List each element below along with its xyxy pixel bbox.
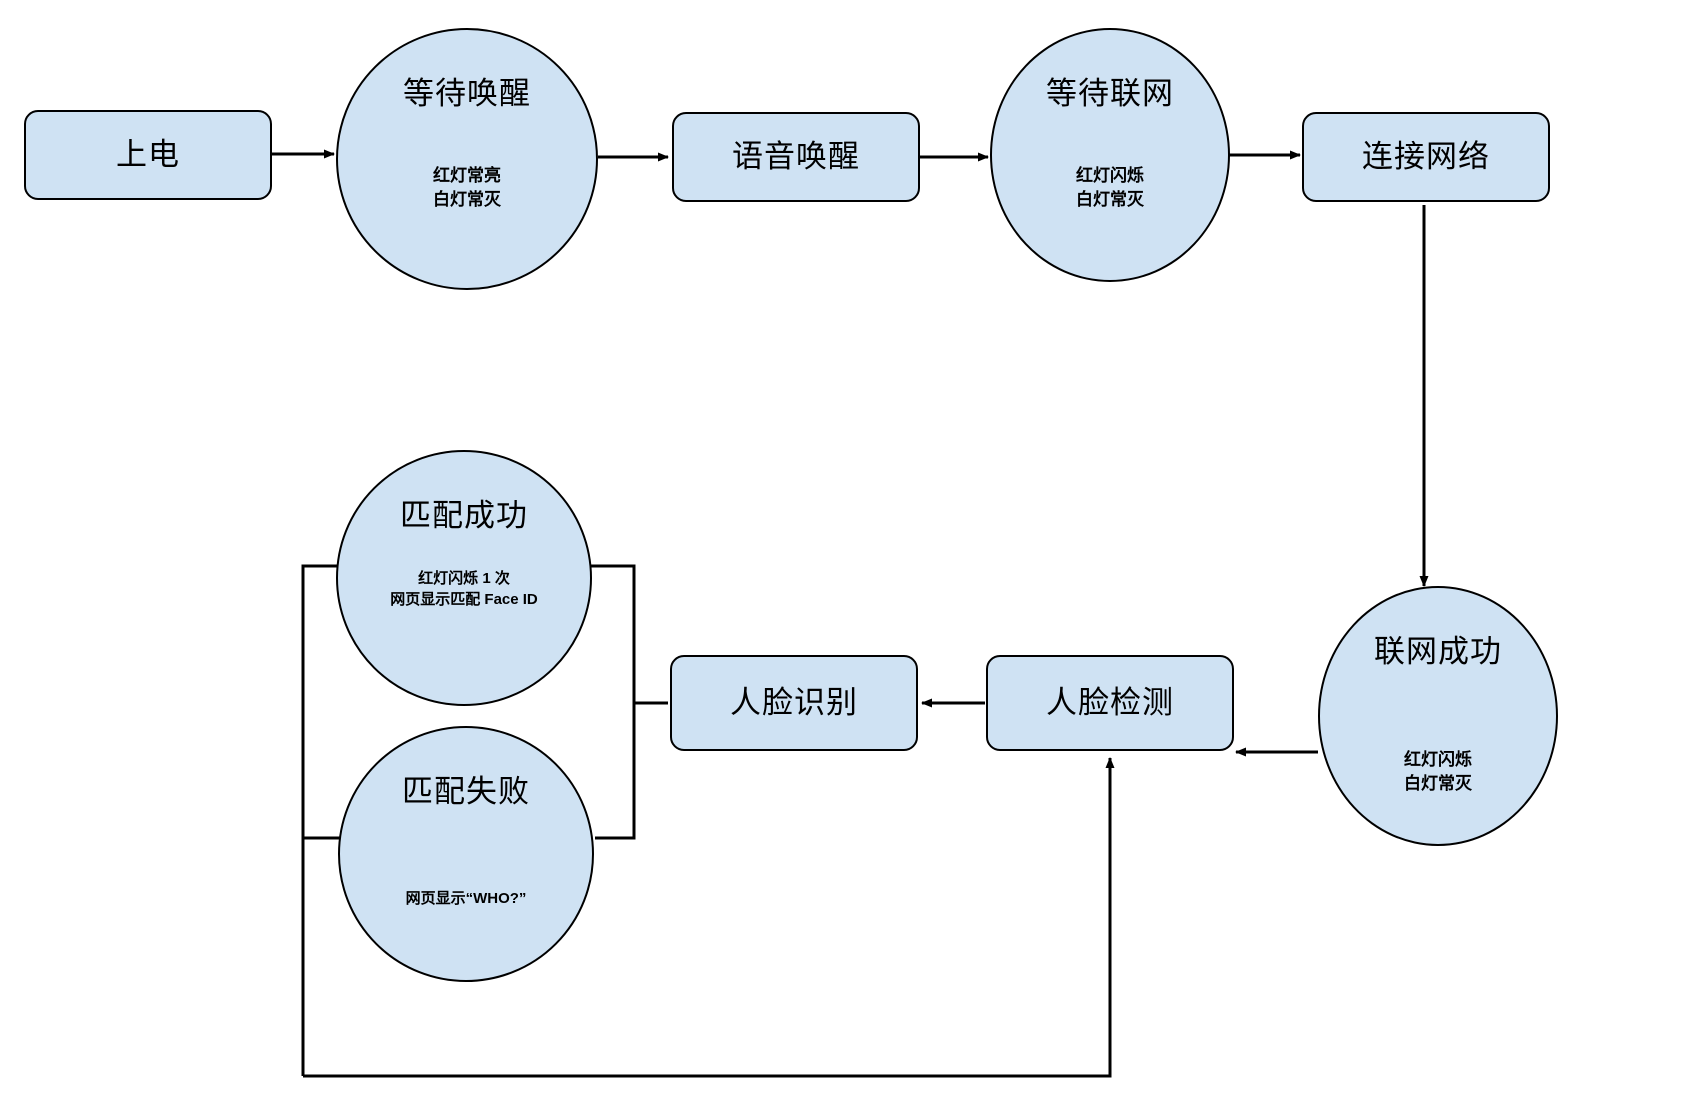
node-face-detect-label: 人脸检测 — [1046, 685, 1174, 721]
node-connect-network-label: 连接网络 — [1362, 139, 1490, 175]
node-network-success[interactable]: 联网成功 红灯闪烁 白灯常灭 — [1318, 586, 1558, 846]
node-face-recognize-label: 人脸识别 — [730, 685, 858, 721]
node-wait-network[interactable]: 等待联网 红灯闪烁 白灯常灭 — [990, 28, 1230, 282]
node-network-success-sub: 红灯闪烁 白灯常灭 — [1404, 749, 1472, 794]
node-match-fail[interactable]: 匹配失败 网页显示“WHO?” — [338, 726, 594, 982]
node-wait-network-label: 等待联网 — [1046, 76, 1174, 111]
node-match-success[interactable]: 匹配成功 红灯闪烁 1 次 网页显示匹配 Face ID — [336, 450, 592, 706]
node-match-fail-sub: 网页显示“WHO?” — [405, 889, 527, 907]
node-connect-network[interactable]: 连接网络 — [1302, 112, 1550, 202]
node-voice-wake[interactable]: 语音唤醒 — [672, 112, 920, 202]
edge-face-recognize-branch-fail — [595, 703, 636, 840]
node-wait-wake-label: 等待唤醒 — [403, 76, 531, 111]
edge-face-recognize-branch — [591, 564, 668, 705]
node-power-on[interactable]: 上电 — [24, 110, 272, 200]
node-face-recognize[interactable]: 人脸识别 — [670, 655, 918, 751]
node-match-success-label: 匹配成功 — [400, 498, 528, 533]
node-match-success-sub: 红灯闪烁 1 次 网页显示匹配 Face ID — [390, 569, 538, 609]
node-power-on-label: 上电 — [116, 137, 180, 173]
node-wait-network-sub: 红灯闪烁 白灯常灭 — [1076, 165, 1144, 210]
node-wait-wake-sub: 红灯常亮 白灯常灭 — [433, 165, 501, 210]
node-face-detect[interactable]: 人脸检测 — [986, 655, 1234, 751]
node-match-fail-label: 匹配失败 — [402, 774, 530, 809]
node-wait-wake[interactable]: 等待唤醒 红灯常亮 白灯常灭 — [336, 28, 598, 290]
node-voice-wake-label: 语音唤醒 — [732, 139, 860, 175]
node-network-success-label: 联网成功 — [1374, 634, 1502, 669]
